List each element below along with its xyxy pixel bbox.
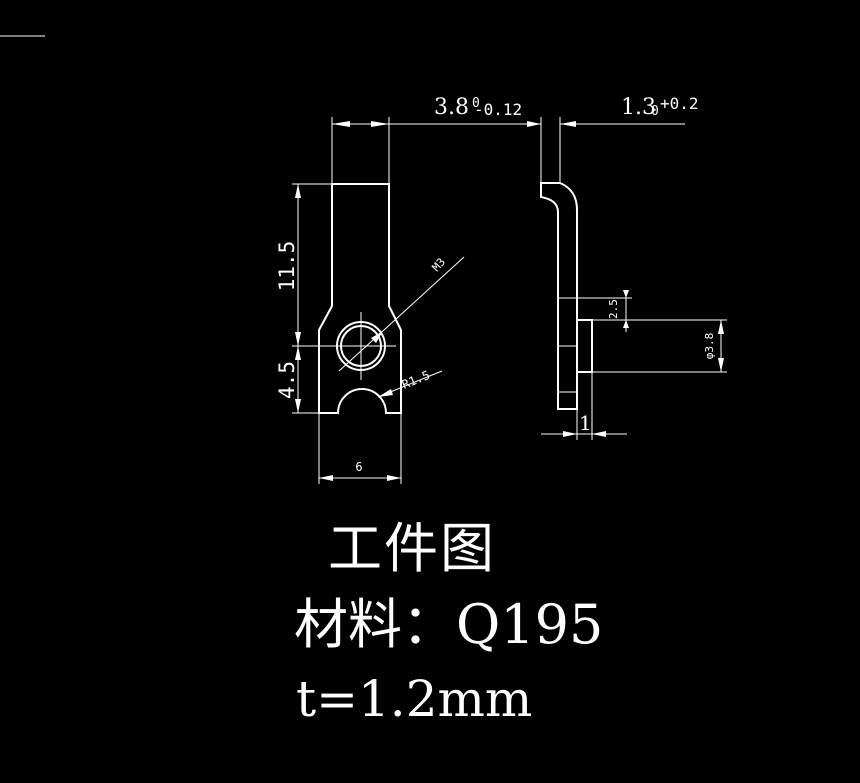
dim-3-8: 3.8 0 -0.12 [331, 95, 541, 184]
dim-6: 6 [318, 413, 402, 484]
thickness-label: t=1.2mm [296, 670, 533, 728]
dim-1-3-tol-lower: 0 [651, 104, 659, 119]
side-view [540, 182, 593, 410]
dim-dia-3-8: φ3.8 [592, 319, 727, 373]
front-view-outline [318, 183, 402, 414]
dim-dia-3-8-label: φ3.8 [703, 333, 716, 360]
dim-1-3: 1.3 +0.2 0 [527, 94, 699, 183]
dim-4-5: 4.5 [275, 346, 319, 414]
dim-11-5-label: 11.5 [275, 241, 299, 292]
front-view [318, 183, 402, 414]
dim-m3: M3 [338, 255, 465, 372]
dim-m3-label: M3 [430, 255, 449, 274]
side-view-outline [540, 182, 578, 410]
dim-1-3-label: 1.3 [621, 95, 656, 120]
dim-3-8-label: 3.8 [434, 95, 469, 120]
side-view-boss [576, 319, 593, 373]
dim-r1-5-label: R1.5 [400, 368, 432, 392]
dim-1-3-tol-upper: +0.2 [660, 94, 699, 113]
dim-1-label: 1 [579, 411, 592, 435]
dim-3-8-tol-lower: -0.12 [474, 100, 522, 119]
dim-1: 1 [541, 372, 627, 440]
dim-4-5-label: 4.5 [275, 361, 299, 399]
material-label: 材料：Q195 [294, 593, 604, 656]
drawing-title: 工件图 [328, 517, 496, 580]
dim-2-5-label: 2.5 [607, 299, 620, 319]
dim-2-5: 2.5 [577, 290, 632, 332]
dim-r1-5: R1.5 [377, 368, 443, 398]
dim-3-8-tol-upper: 0 [472, 96, 480, 111]
dim-11-5: 11.5 [275, 183, 339, 347]
dim-6-label: 6 [355, 460, 362, 474]
